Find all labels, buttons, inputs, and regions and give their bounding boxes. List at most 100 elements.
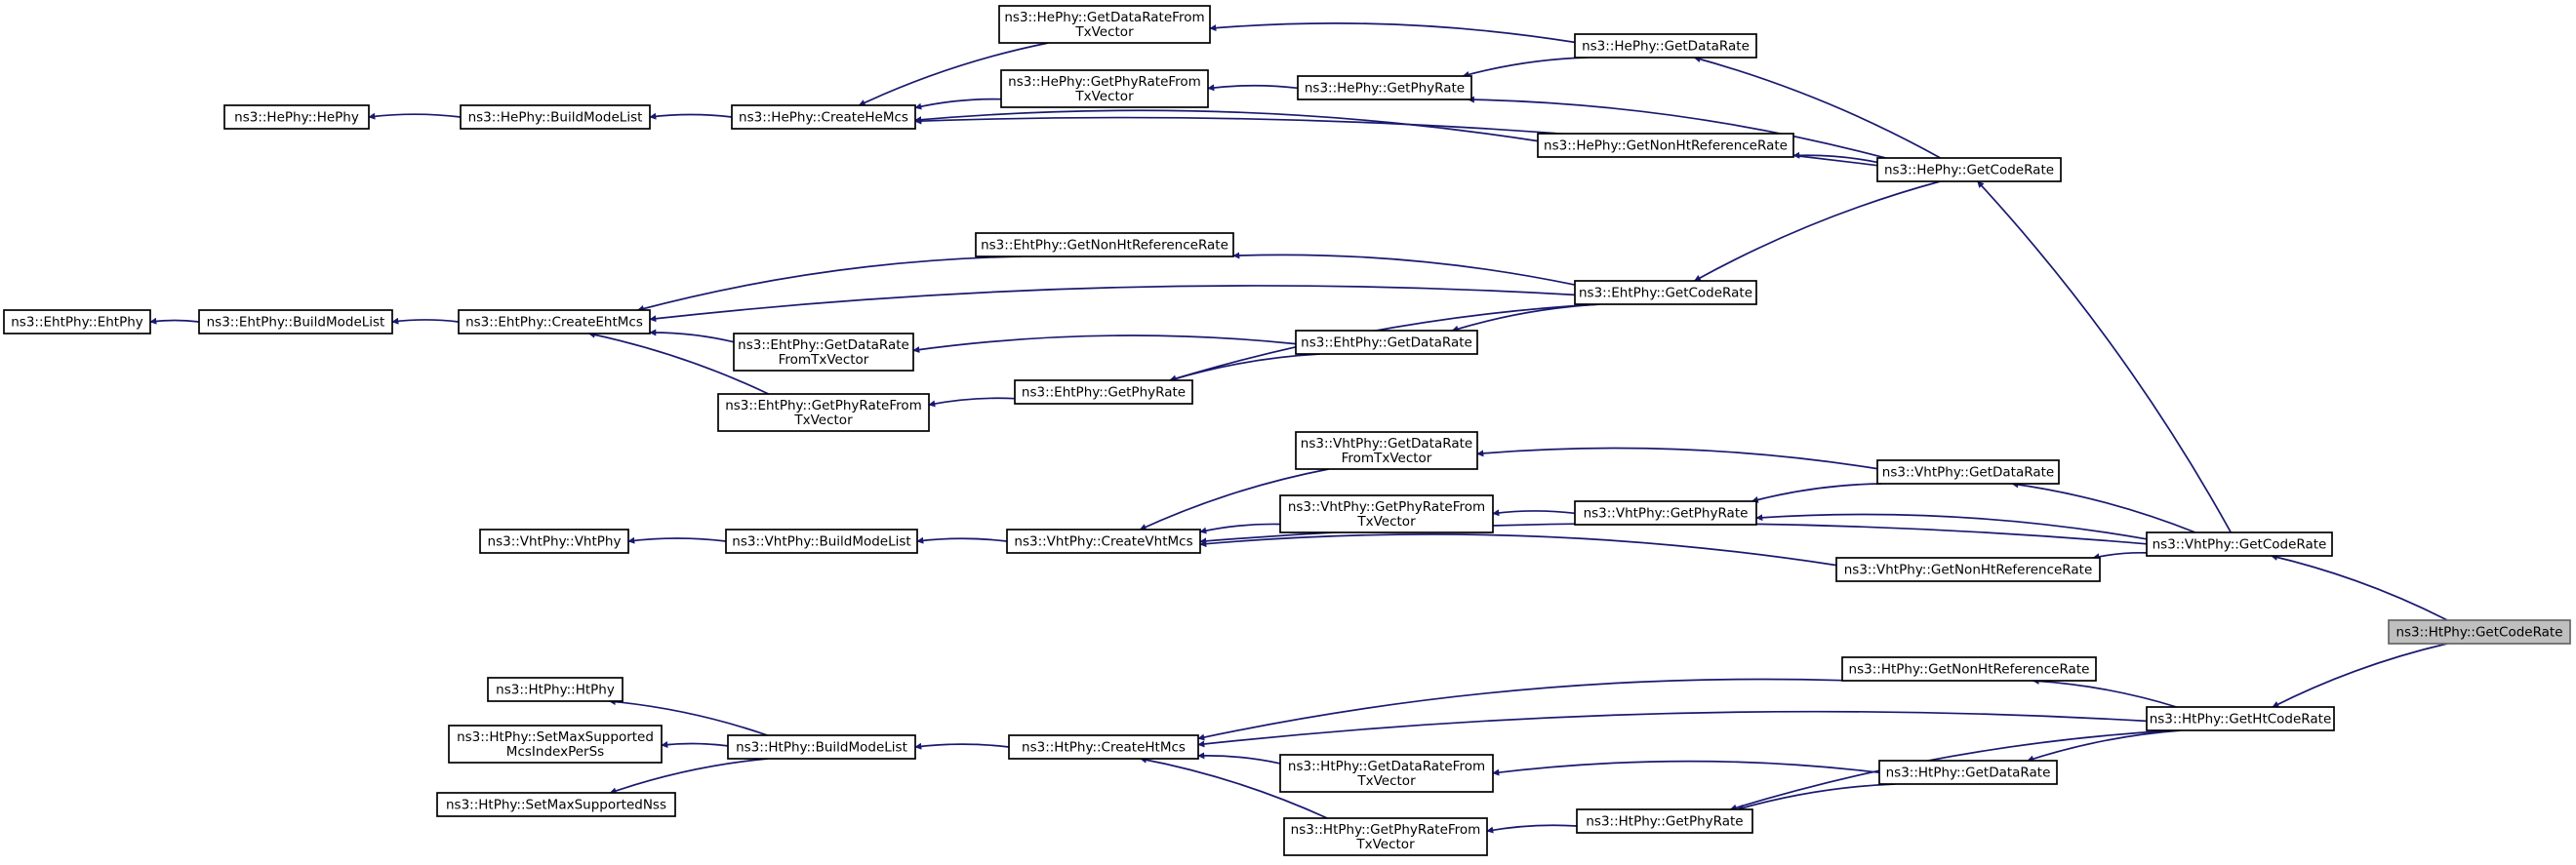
node-box bbox=[448, 725, 663, 764]
edge-layer bbox=[149, 22, 2448, 834]
call-edge-hephy-getcoderate-to-hephy-getphyrate bbox=[1467, 96, 1886, 159]
call-edge-vhtphy-createvhtmcs-to-vhtphy-buildmodelist bbox=[916, 536, 1008, 544]
node-label: ns3::HtPhy::BuildModeList bbox=[736, 740, 907, 756]
node-label: ns3::HePhy::GetPhyRate bbox=[1305, 81, 1465, 97]
node-hephy-hephy[interactable]: ns3::HePhy::HePhy bbox=[223, 104, 370, 130]
node-box bbox=[727, 734, 916, 760]
call-edge-hephy-buildmodelist-to-hephy-hephy bbox=[368, 112, 462, 120]
node-box bbox=[198, 309, 393, 334]
node-htphy-getcoderate[interactable]: ns3::HtPhy::GetCodeRate bbox=[2388, 619, 2571, 645]
node-htphy-getdatarate[interactable]: ns3::HtPhy::GetDataRate bbox=[1878, 760, 2058, 785]
node-hephy-getcoderate[interactable]: ns3::HePhy::GetCodeRate bbox=[1876, 157, 2062, 182]
node-vhtphy-getphyrate[interactable]: ns3::VhtPhy::GetPhyRate bbox=[1574, 500, 1757, 526]
call-edge-hephy-getdatarate-to-hephy-getphyrate bbox=[1462, 57, 1588, 78]
node-label: ns3::HtPhy::GetPhyRateFrom bbox=[1291, 822, 1481, 838]
node-label: ns3::HtPhy::SetMaxSupportedNss bbox=[446, 798, 666, 813]
call-edge-htphy-gethtcoderate-to-htphy-getnonht bbox=[2032, 677, 2177, 708]
node-vhtphy-buildmodelist[interactable]: ns3::VhtPhy::BuildModeList bbox=[725, 529, 918, 554]
call-edge-htphy-getdataratefrom-to-htphy-createhtmcs bbox=[1197, 752, 1281, 765]
node-box bbox=[1574, 33, 1757, 59]
node-label: ns3::EhtPhy::BuildModeList bbox=[207, 315, 385, 331]
node-hephy-buildmodelist[interactable]: ns3::HePhy::BuildModeList bbox=[460, 104, 651, 130]
call-edge-vhtphy-getcoderate-to-vhtphy-getphyrate bbox=[1755, 513, 2148, 540]
call-edge-ehtphy-getdatarate-to-ehtphy-getphyrate bbox=[1169, 353, 1320, 382]
node-label: ns3::EhtPhy::CreateEhtMcs bbox=[465, 315, 643, 331]
call-edge-htphy-gethtcoderate-to-htphy-createhtmcs bbox=[1197, 710, 2148, 748]
call-edge-ehtphy-getnonht-to-ehtphy-createehtmcs bbox=[637, 256, 1022, 312]
node-box bbox=[1295, 431, 1478, 470]
call-edge-ehtphy-createehtmcs-to-ehtphy-buildmodelist bbox=[391, 317, 460, 325]
call-edge-ehtphy-getdatarate-to-ehtphy-getdataratefrom bbox=[912, 334, 1297, 354]
call-edge-htphy-getnonht-to-htphy-createhtmcs bbox=[1197, 678, 1843, 741]
node-label: ns3::HtPhy::HtPhy bbox=[496, 683, 615, 698]
node-box bbox=[223, 104, 370, 130]
node-vhtphy-getnonht[interactable]: ns3::VhtPhy::GetNonHtReferenceRate bbox=[1835, 557, 2101, 582]
node-label: ns3::VhtPhy::GetDataRate bbox=[1882, 465, 2054, 481]
call-edge-vhtphy-getphyrate-to-vhtphy-getphyratefrom bbox=[1492, 509, 1576, 517]
node-vhtphy-createvhtmcs[interactable]: ns3::VhtPhy::CreateVhtMcs bbox=[1006, 529, 1201, 554]
node-label: ns3::EhtPhy::GetNonHtReferenceRate bbox=[981, 238, 1228, 254]
node-htphy-getnonht[interactable]: ns3::HtPhy::GetNonHtReferenceRate bbox=[1841, 656, 2097, 682]
node-vhtphy-getdatarate[interactable]: ns3::VhtPhy::GetDataRate bbox=[1876, 459, 2060, 485]
node-ehtphy-createehtmcs[interactable]: ns3::EhtPhy::CreateEhtMcs bbox=[458, 309, 651, 334]
node-label: ns3::HtPhy::GetPhyRate bbox=[1586, 814, 1743, 830]
node-ehtphy-getnonht[interactable]: ns3::EhtPhy::GetNonHtReferenceRate bbox=[975, 232, 1234, 257]
node-label: ns3::EhtPhy::GetDataRate bbox=[1301, 335, 1472, 351]
node-label: ns3::HePhy::GetCodeRate bbox=[1884, 163, 2054, 178]
node-htphy-htphy[interactable]: ns3::HtPhy::HtPhy bbox=[487, 677, 624, 702]
call-edge-vhtphy-buildmodelist-to-vhtphy-vhtphy bbox=[627, 536, 727, 544]
node-box bbox=[460, 104, 651, 130]
node-htphy-createhtmcs[interactable]: ns3::HtPhy::CreateHtMcs bbox=[1008, 734, 1199, 760]
call-edge-ehtphy-getcoderate-to-ehtphy-getnonht bbox=[1232, 252, 1576, 286]
node-box bbox=[1876, 459, 2060, 485]
call-edge-htphy-buildmodelist-to-htphy-setmaxmcs bbox=[661, 741, 729, 748]
node-label: FromTxVector bbox=[1342, 451, 1432, 466]
node-label: TxVector bbox=[1356, 514, 1416, 530]
call-edge-htphy-buildmodelist-to-htphy-setmaxnss bbox=[609, 758, 768, 795]
node-label: ns3::VhtPhy::GetPhyRateFrom bbox=[1288, 499, 1485, 515]
node-htphy-buildmodelist[interactable]: ns3::HtPhy::BuildModeList bbox=[727, 734, 916, 760]
node-hephy-getphyrate[interactable]: ns3::HePhy::GetPhyRate bbox=[1297, 75, 1472, 100]
node-box bbox=[725, 529, 918, 554]
call-edge-vhtphy-getcoderate-to-vhtphy-getdatarate bbox=[2011, 481, 2196, 533]
node-htphy-gethtcoderate[interactable]: ns3::HtPhy::GetHtCodeRate bbox=[2146, 706, 2335, 731]
node-htphy-getphyrate[interactable]: ns3::HtPhy::GetPhyRate bbox=[1576, 808, 1753, 834]
node-hephy-createhemcs[interactable]: ns3::HePhy::CreateHeMcs bbox=[731, 104, 916, 130]
node-layer: ns3::HePhy::GetDataRateFromTxVectorns3::… bbox=[3, 5, 2571, 856]
node-label: ns3::HePhy::GetDataRateFrom bbox=[1004, 10, 1204, 25]
node-box bbox=[479, 529, 629, 554]
node-box bbox=[436, 792, 676, 817]
node-hephy-getnonht[interactable]: ns3::HePhy::GetNonHtReferenceRate bbox=[1537, 133, 1794, 158]
call-edge-htphy-gethtcoderate-to-htphy-getdatarate bbox=[2027, 729, 2182, 763]
node-ehtphy-ehtphy[interactable]: ns3::EhtPhy::EhtPhy bbox=[3, 309, 151, 334]
node-label: ns3::VhtPhy::GetPhyRate bbox=[1584, 506, 1749, 522]
node-box bbox=[1574, 280, 1757, 305]
node-label: ns3::EhtPhy::GetDataRate bbox=[738, 337, 909, 353]
node-label: ns3::HtPhy::GetHtCodeRate bbox=[2150, 712, 2332, 727]
node-hephy-getdatarate[interactable]: ns3::HePhy::GetDataRate bbox=[1574, 33, 1757, 59]
node-box bbox=[1835, 557, 2101, 582]
node-box bbox=[717, 393, 930, 432]
call-edge-hephy-getcoderate-to-hephy-getdatarate bbox=[1693, 56, 1942, 159]
node-vhtphy-getcoderate[interactable]: ns3::VhtPhy::GetCodeRate bbox=[2146, 531, 2333, 557]
node-htphy-setmaxnss[interactable]: ns3::HtPhy::SetMaxSupportedNss bbox=[436, 792, 676, 817]
call-edge-htphy-getphyrate-to-htphy-getphyratefrom bbox=[1486, 824, 1578, 834]
node-label: ns3::HtPhy::GetCodeRate bbox=[2395, 625, 2562, 641]
node-ehtphy-buildmodelist[interactable]: ns3::EhtPhy::BuildModeList bbox=[198, 309, 393, 334]
node-ehtphy-getcoderate[interactable]: ns3::EhtPhy::GetCodeRate bbox=[1574, 280, 1757, 305]
node-ehtphy-getphyrate[interactable]: ns3::EhtPhy::GetPhyRate bbox=[1014, 379, 1193, 405]
node-box bbox=[1576, 808, 1753, 834]
call-edge-hephy-getnonht-to-hephy-createhemcs bbox=[914, 109, 1539, 142]
node-ehtphy-getdatarate[interactable]: ns3::EhtPhy::GetDataRate bbox=[1295, 330, 1478, 355]
node-vhtphy-vhtphy[interactable]: ns3::VhtPhy::VhtPhy bbox=[479, 529, 629, 554]
node-box bbox=[998, 5, 1211, 44]
